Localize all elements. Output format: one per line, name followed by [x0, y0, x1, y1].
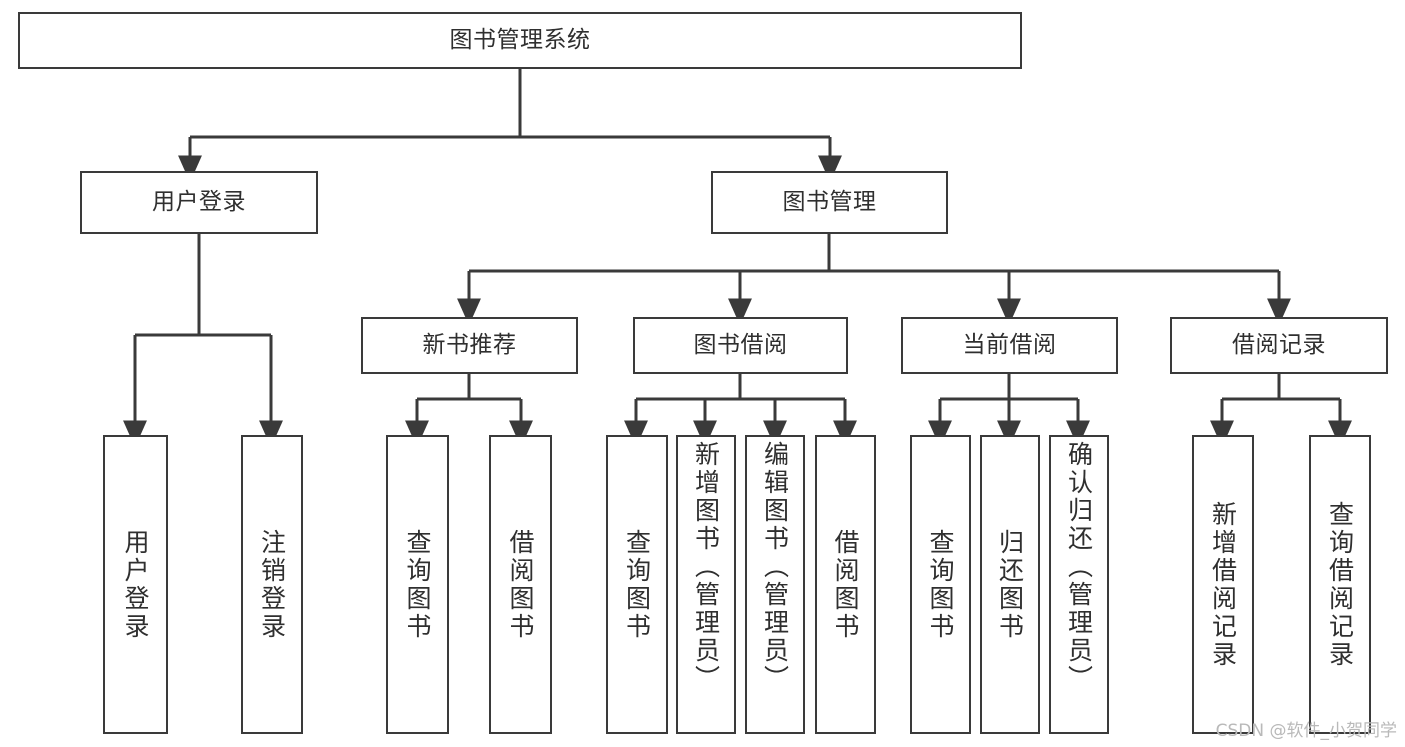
csdn-watermark: CSDN @软件_小贺同学 [1215, 721, 1397, 741]
leaf-user-login-label: 用户登录 [121, 528, 150, 641]
leaf-borrow-book-2[interactable]: 借阅图书 [815, 435, 876, 734]
leaf-borrow-book-2-label: 借阅图书 [831, 528, 860, 641]
node-root-label: 图书管理系统 [449, 26, 591, 53]
leaf-borrow-book-1-label: 借阅图书 [506, 528, 535, 641]
leaf-query-book-3[interactable]: 查询图书 [910, 435, 971, 734]
leaf-query-book-1-label: 查询图书 [403, 528, 432, 641]
leaf-add-book-admin-label: 新增图书（管理员） [691, 441, 721, 693]
leaf-confirm-return-admin-label: 确认归还（管理员） [1064, 441, 1094, 693]
node-current-borrow[interactable]: 当前借阅 [901, 317, 1118, 374]
leaf-edit-book-admin[interactable]: 编辑图书（管理员） [745, 435, 805, 734]
node-book-borrow[interactable]: 图书借阅 [633, 317, 848, 374]
node-book-borrow-label: 图书借阅 [693, 331, 788, 358]
leaf-query-borrow-record-label: 查询借阅记录 [1325, 500, 1355, 669]
leaf-logout-login-label: 注销登录 [257, 528, 287, 641]
leaf-query-book-1[interactable]: 查询图书 [386, 435, 449, 734]
node-user-login-label: 用户登录 [152, 188, 246, 215]
leaf-query-borrow-record[interactable]: 查询借阅记录 [1309, 435, 1371, 734]
leaf-confirm-return-admin[interactable]: 确认归还（管理员） [1049, 435, 1109, 734]
leaf-edit-book-admin-label: 编辑图书（管理员） [760, 441, 790, 693]
node-book-management[interactable]: 图书管理 [711, 171, 948, 234]
leaf-return-book[interactable]: 归还图书 [980, 435, 1040, 734]
node-user-login[interactable]: 用户登录 [80, 171, 318, 234]
leaf-add-book-admin[interactable]: 新增图书（管理员） [676, 435, 736, 734]
leaf-query-book-3-label: 查询图书 [926, 528, 955, 641]
leaf-return-book-label: 归还图书 [995, 528, 1025, 641]
node-borrow-record[interactable]: 借阅记录 [1170, 317, 1388, 374]
leaf-query-book-2-label: 查询图书 [622, 528, 652, 641]
node-root[interactable]: 图书管理系统 [18, 12, 1022, 69]
leaf-add-borrow-record[interactable]: 新增借阅记录 [1192, 435, 1254, 734]
node-new-book-recommend-label: 新书推荐 [422, 331, 517, 358]
leaf-query-book-2[interactable]: 查询图书 [606, 435, 668, 734]
node-borrow-record-label: 借阅记录 [1232, 331, 1326, 358]
leaf-borrow-book-1[interactable]: 借阅图书 [489, 435, 552, 734]
node-current-borrow-label: 当前借阅 [962, 331, 1057, 358]
leaf-logout-login[interactable]: 注销登录 [241, 435, 303, 734]
node-book-management-label: 图书管理 [782, 188, 877, 215]
leaf-add-borrow-record-label: 新增借阅记录 [1208, 500, 1238, 669]
leaf-user-login[interactable]: 用户登录 [103, 435, 168, 734]
node-new-book-recommend[interactable]: 新书推荐 [361, 317, 578, 374]
